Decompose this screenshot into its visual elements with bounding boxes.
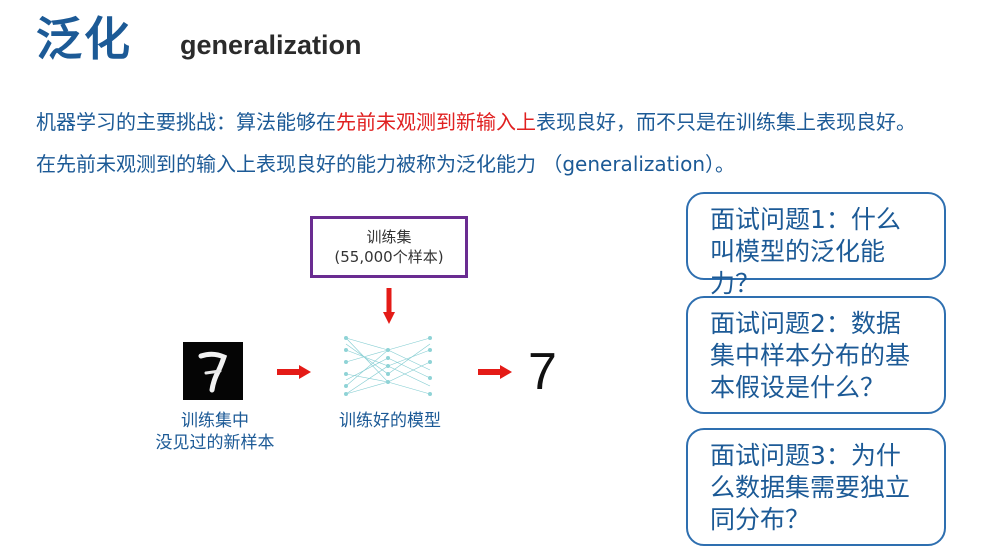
question-2-line2: 集中样本分布的基	[710, 341, 911, 370]
arrow-right-icon	[478, 365, 512, 379]
output-prediction: 7	[528, 343, 557, 401]
intro-line-1-text: 机器学习的主要挑战：算法能够在	[36, 110, 336, 134]
intro-line-1: 机器学习的主要挑战：算法能够在先前未观测到新输入上表现良好，而不只是在训练集上表…	[36, 106, 916, 135]
question-box-2: 面试问题2：数据 集中样本分布的基 本假设是什么？	[686, 296, 946, 414]
arrow-down-icon	[383, 288, 395, 324]
question-box-1: 面试问题1：什么 叫模型的泛化能力？	[686, 192, 946, 298]
page-subtitle: generalization	[180, 30, 362, 60]
question-3-line2: 么数据集需要独立	[710, 473, 911, 502]
question-3-line1: 面试问题3：为什	[710, 441, 901, 470]
page-title: 泛化	[36, 12, 132, 66]
intro-line-2: 在先前未观测到的输入上表现良好的能力被称为泛化能力 （generalizatio…	[36, 152, 735, 176]
question-2-line3: 本假设是什么？	[710, 373, 886, 402]
input-label: 训练集中 没见过的新样本	[140, 410, 290, 454]
model-label: 训练好的模型	[339, 411, 441, 431]
question-box-3: 面试问题3：为什 么数据集需要独立 同分布？	[686, 428, 946, 546]
neural-network-icon	[344, 336, 432, 396]
intro-line-1-tail: 表现良好，而不只是在训练集上表现良好。	[536, 110, 916, 134]
handwritten-seven-icon	[198, 351, 228, 393]
training-set-label: 训练集	[366, 228, 412, 246]
arrow-right-icon	[277, 365, 311, 379]
training-set-box: 训练集 (55,000个样本)	[310, 216, 468, 278]
intro-highlight: 先前未观测到新输入上	[336, 110, 536, 134]
question-1-line2: 叫模型的泛化能力？	[710, 237, 886, 298]
input-label-line1: 训练集中	[181, 411, 249, 431]
input-label-line2: 没见过的新样本	[155, 433, 275, 453]
question-3-line3: 同分布？	[710, 505, 811, 534]
question-1-line1: 面试问题1：什么	[710, 205, 901, 234]
question-2-line1: 面试问题2：数据	[710, 309, 901, 338]
training-set-count: (55,000个样本)	[334, 248, 444, 266]
input-digit-image	[183, 342, 243, 400]
